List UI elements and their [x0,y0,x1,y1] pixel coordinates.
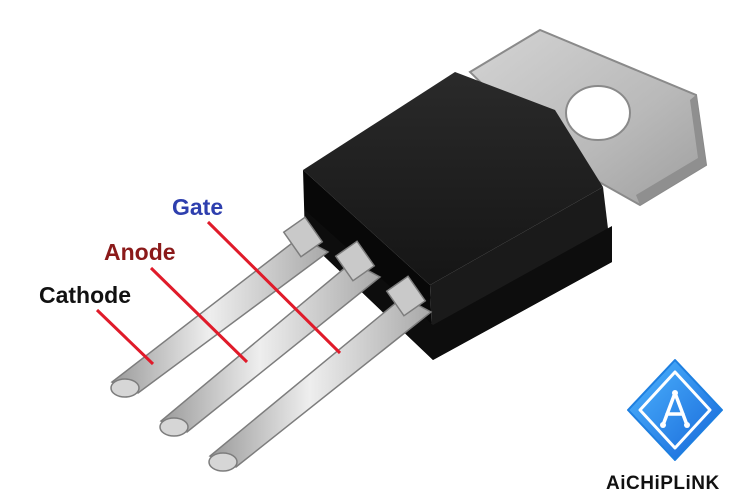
label-anode: Anode [104,239,176,265]
label-cathode: Cathode [39,282,131,308]
brand-name: AiCHiPLiNK [606,473,720,494]
pin-gate [208,275,433,472]
pointer-lines [95,220,342,366]
aichiplink-logo-icon [627,359,723,461]
metal-tab [468,28,708,207]
pointer-line-anode [149,266,249,364]
label-gate: Gate [172,194,224,220]
pin-anode [159,240,382,437]
mounting-hole [565,85,631,141]
pointer-line-cathode [95,308,155,366]
pointer-line-gate [206,220,342,355]
pin-cathode [110,216,330,398]
